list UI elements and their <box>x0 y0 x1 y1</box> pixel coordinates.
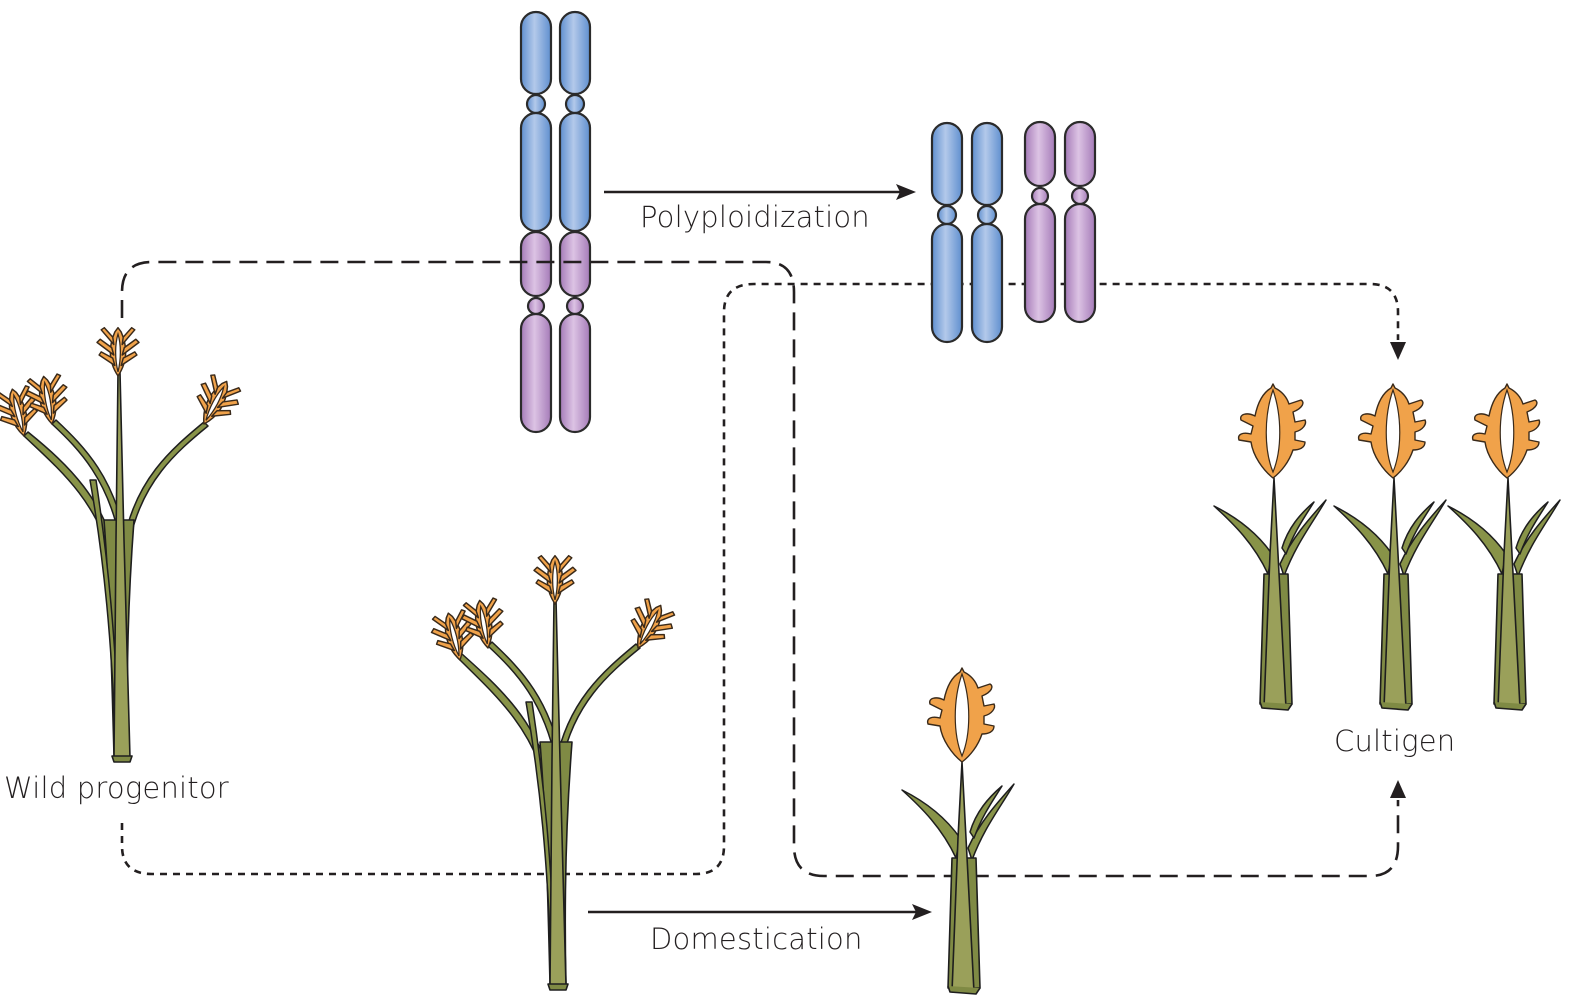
wild-plant-center <box>427 554 680 991</box>
seed-head-icon <box>96 326 140 377</box>
polyploid-chromosomes <box>930 120 1097 344</box>
domestication-arrow <box>588 904 932 920</box>
seed-head-icon <box>926 667 996 763</box>
dotted-pathway-arrowhead <box>1390 342 1406 360</box>
purple-chromosome <box>1023 120 1057 324</box>
domesticated-plant <box>901 667 1015 995</box>
cultigen-label: Cultigen <box>1334 724 1456 758</box>
cultigen-plant <box>1447 383 1561 711</box>
seed-head-icon <box>533 554 577 605</box>
polyploidization-label: Polyploidization <box>640 200 870 234</box>
wild-progenitor-label: Wild progenitor <box>4 771 229 805</box>
cultigen-plant <box>1333 383 1447 711</box>
blue-chromosome <box>558 10 592 233</box>
dashed-pathway-line <box>120 260 1400 878</box>
cultigen-plant <box>1213 383 1327 711</box>
dashed-pathway-arrowhead <box>1390 780 1406 798</box>
blue-chromosome-pair <box>519 10 592 233</box>
seed-head-icon <box>0 383 46 442</box>
seed-head-icon <box>1357 383 1427 479</box>
seed-head-icon <box>1471 383 1541 479</box>
seed-head-icon <box>427 607 482 666</box>
polyploidization-arrow <box>604 184 916 200</box>
blue-chromosome <box>970 121 1004 344</box>
purple-chromosome <box>1063 120 1097 324</box>
diploid-chromosomes <box>519 10 592 434</box>
blue-chromosome <box>930 121 964 344</box>
dotted-pathway-line <box>120 282 1400 876</box>
cultigen-plants <box>1213 383 1561 711</box>
seed-head-icon <box>1237 383 1307 479</box>
domestication-label: Domestication <box>650 922 863 956</box>
wild-progenitor-plant <box>0 326 246 763</box>
seed-head-icon <box>184 370 246 435</box>
seed-head-icon <box>618 594 680 659</box>
blue-chromosome <box>519 10 553 233</box>
